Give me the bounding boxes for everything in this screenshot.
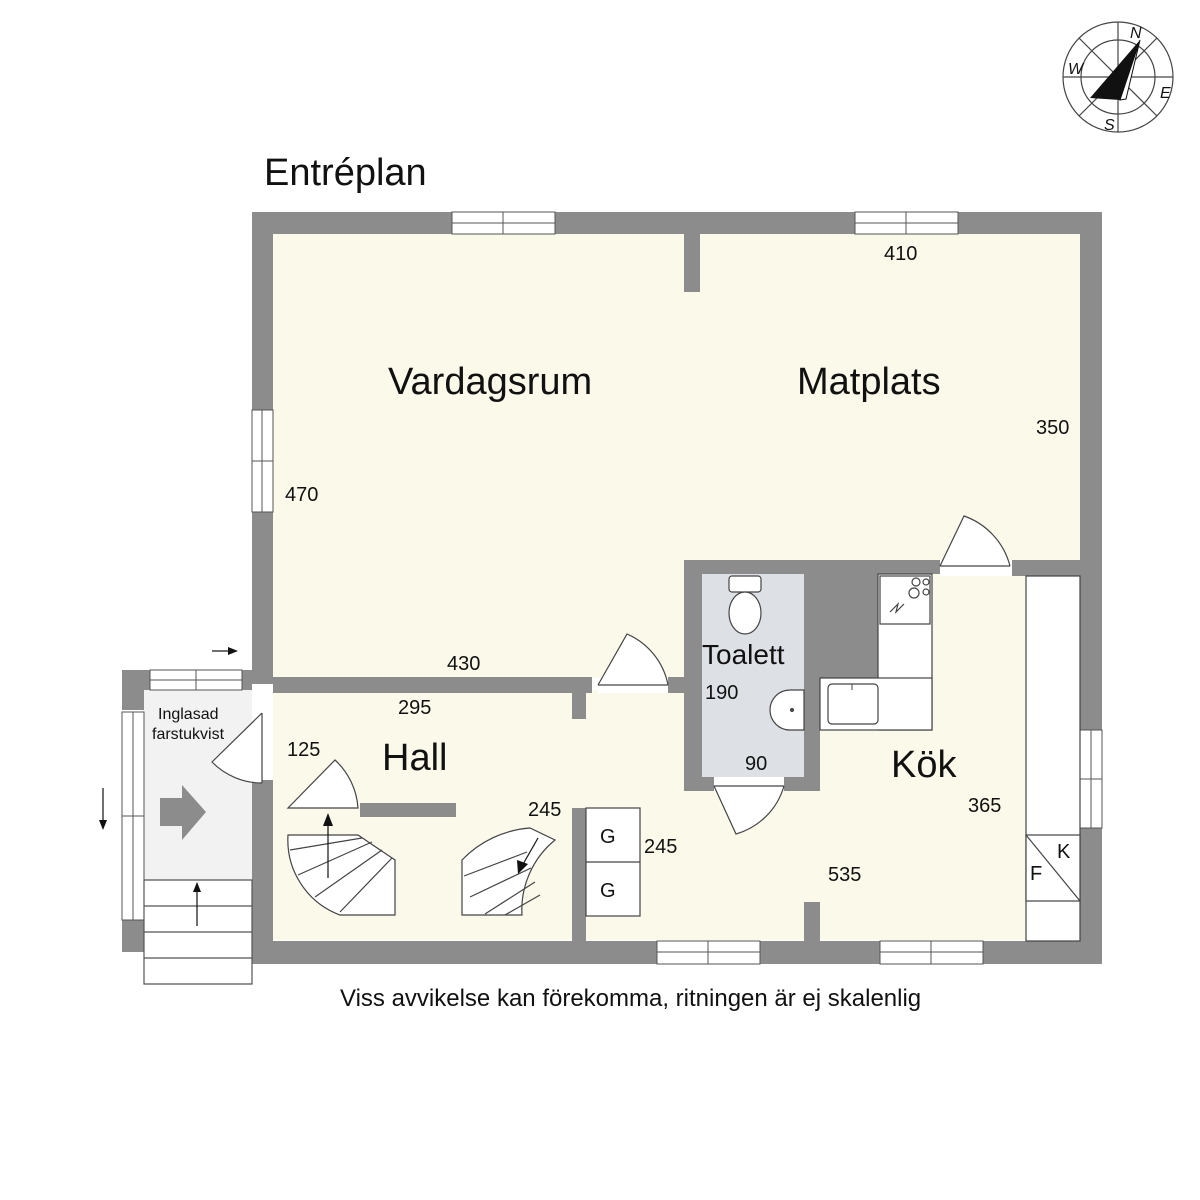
stair-down-arrow-icon (517, 860, 528, 874)
door-vardagsrum-hall (597, 633, 669, 686)
sink-icon (769, 689, 805, 731)
kitchen-sink-icon (827, 683, 879, 725)
entry-arrow-icon (160, 785, 206, 840)
wardrobe-bottom-label: G (600, 880, 616, 902)
dim-matplats-depth: 350 (1036, 417, 1069, 439)
door-toalett (713, 785, 785, 835)
room-label-farstukvist-2: farstukvist (152, 726, 225, 743)
dim-hall-stair: 125 (287, 739, 320, 761)
plan-title: Entréplan (264, 152, 427, 194)
room-label-vardagsrum: Vardagsrum (388, 361, 592, 403)
arrow-up-icon (193, 882, 201, 892)
arrows (99, 647, 539, 926)
disclaimer: Viss avvikelse kan förekomma, ritningen … (340, 985, 921, 1012)
room-label-hall: Hall (382, 737, 447, 779)
porch-floor (142, 690, 252, 880)
stair-up-arrow-icon (323, 813, 333, 826)
arrow-down-icon (99, 820, 107, 830)
porch-stairs (143, 879, 253, 985)
door-entrance (211, 712, 263, 784)
compass-north: N (1130, 25, 1142, 42)
room-label-kok: Kök (891, 744, 957, 786)
compass: N E S W (1062, 21, 1174, 134)
dimension-labels: 410 350 470 430 295 125 245 245 190 90 3… (285, 243, 1069, 886)
wardrobe-top-label: G (600, 826, 616, 848)
room-labels: Vardagsrum Matplats Toalett Hall Kök Ing… (152, 361, 957, 786)
stove-icon (879, 575, 931, 625)
dim-hall-width: 295 (398, 697, 431, 719)
stair-landing-left (286, 759, 359, 809)
room-label-farstukvist-1: Inglasad (158, 706, 219, 723)
doors (211, 515, 1012, 835)
fixtures: F K G G (585, 573, 1081, 942)
door-matplats-kok (939, 515, 1011, 567)
dim-vardagsrum-depth: 470 (285, 484, 318, 506)
dim-toalett-depth: 190 (705, 682, 738, 704)
dim-kok-depth: 365 (968, 795, 1001, 817)
dim-kok-width: 535 (828, 864, 861, 886)
stair-flight-left (287, 834, 396, 916)
room-label-toalett: Toalett (702, 639, 785, 670)
dim-toalett-width: 90 (745, 753, 767, 775)
arrow-right-icon (228, 647, 238, 655)
dim-stair-right: 245 (528, 799, 561, 821)
compass-needle (1090, 40, 1140, 100)
toilet-tank (728, 575, 762, 593)
compass-south: S (1104, 117, 1115, 134)
compass-east: E (1160, 85, 1171, 102)
toilet-icon (728, 591, 762, 635)
room-label-matplats: Matplats (797, 361, 941, 403)
dim-closet: 245 (644, 836, 677, 858)
fridge-label: F (1030, 863, 1042, 885)
dim-matplats-width: 410 (884, 243, 917, 265)
dim-vardagsrum-width: 430 (447, 653, 480, 675)
freezer-label: K (1057, 841, 1071, 863)
compass-west: W (1068, 61, 1085, 78)
windows (121, 211, 1103, 965)
